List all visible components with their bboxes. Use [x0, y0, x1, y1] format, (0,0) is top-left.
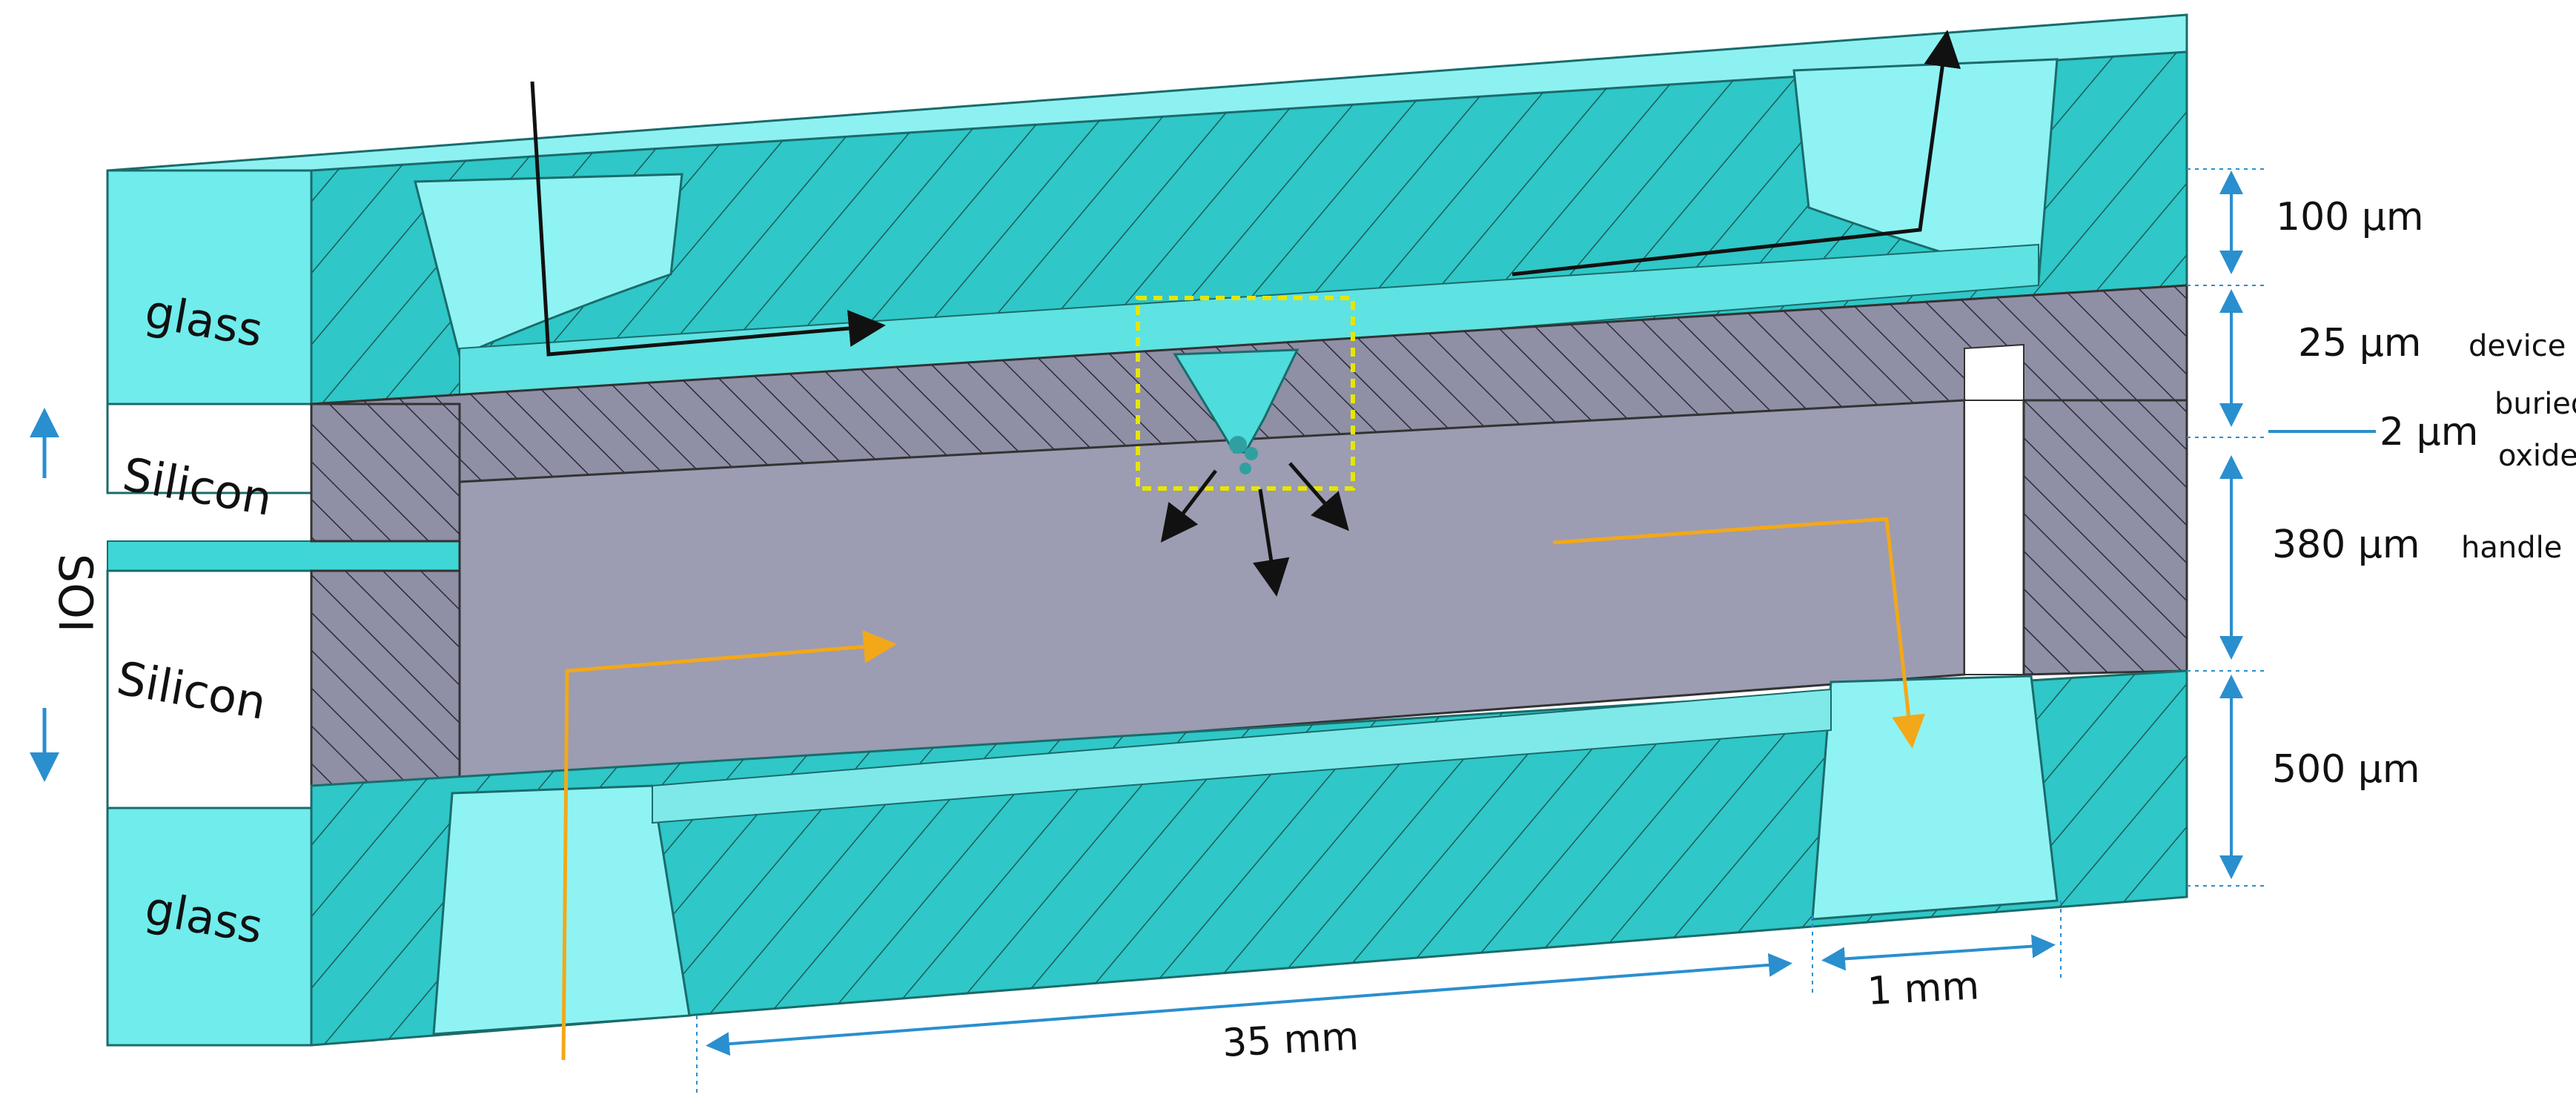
dim-port: 1 mm [1867, 964, 1981, 1014]
soi-label: SOI [48, 554, 102, 632]
upper-flow-arrows [530, 30, 1961, 597]
dim-oxide-suffix-1: buried [2494, 387, 2576, 421]
nozzle-structure [1173, 348, 1299, 474]
bottom-dimension-lines [696, 901, 2062, 1097]
right-dimension-lines [2187, 168, 2376, 887]
dim-length: 35 mm [1222, 1014, 1360, 1066]
dim-handle: 380 µm [2272, 523, 2420, 567]
dim-bottom-glass: 500 µm [2272, 747, 2420, 792]
dim-device: 25 µm [2298, 321, 2421, 365]
dim-oxide-suffix-2: oxide [2498, 439, 2576, 473]
dim-device-suffix: device [2469, 329, 2566, 363]
dim-top-glass: 100 µm [2276, 195, 2424, 239]
handle-silicon-layer [106, 399, 2188, 809]
dim-oxide: 2 µm [2380, 410, 2478, 454]
bottom-glass-layer [106, 669, 2188, 1047]
dim-handle-suffix: handle [2461, 531, 2562, 565]
lower-flow-arrows [561, 517, 1926, 1061]
